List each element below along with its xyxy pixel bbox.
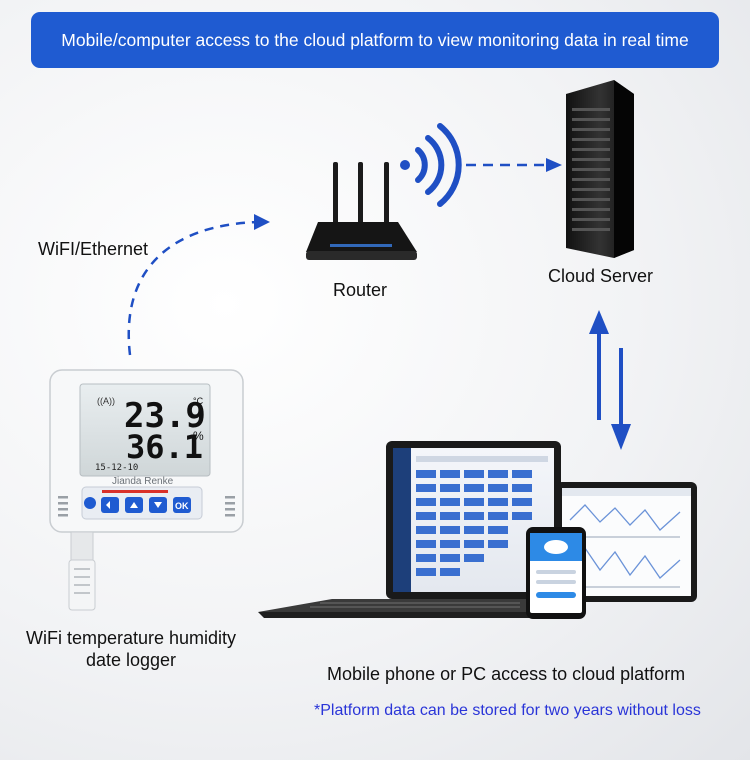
wifi-ethernet-label: WiFI/Ethernet <box>38 239 149 259</box>
storage-note: *Platform data can be stored for two yea… <box>314 702 701 719</box>
access-label: Mobile phone or PC access to cloud platf… <box>327 664 686 684</box>
sync-arrows <box>589 310 631 450</box>
router-label: Router <box>333 280 388 300</box>
router-icon <box>306 162 417 260</box>
router-to-server-arrow <box>466 158 562 172</box>
cloud-server-icon <box>566 80 634 258</box>
logger-label: WiFi temperature humidity date logger <box>10 627 252 671</box>
logger-label-line2: date logger <box>85 650 177 670</box>
alarm-icon: ((A)) <box>97 396 115 406</box>
logger-device <box>49 369 244 611</box>
ok-button-label: OK <box>175 501 189 511</box>
logger-label-line1: WiFi temperature humidity <box>25 628 237 648</box>
brand-name: Jianda Renke <box>112 476 174 487</box>
header-banner: Mobile/computer access to the cloud plat… <box>31 12 719 68</box>
wifi-signal-icon <box>400 123 462 207</box>
humidity-reading: 36.1 <box>126 428 203 466</box>
date-display: 15-12-10 <box>95 463 138 473</box>
laptop <box>258 441 561 618</box>
temperature-reading: 23.9 <box>124 396 206 436</box>
temperature-unit: °C <box>193 396 204 406</box>
cloud-server-label: Cloud Server <box>548 266 654 286</box>
smartphone <box>526 527 586 619</box>
humidity-unit: % <box>193 429 204 443</box>
wifi-link-arrow <box>127 214 270 356</box>
banner-text: Mobile/computer access to the cloud plat… <box>61 29 689 50</box>
logger-buttons <box>84 497 191 513</box>
